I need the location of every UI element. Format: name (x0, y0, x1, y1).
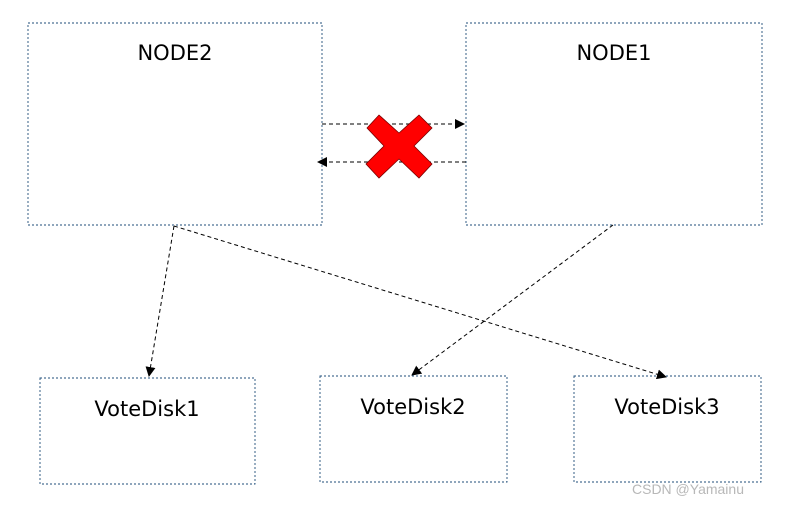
node2-rect (27, 22, 323, 226)
node1-to-votedisk2-arrow (411, 224, 614, 376)
watermark: CSDN @Yamainu (632, 481, 744, 497)
node1-label: NODE1 (576, 41, 651, 65)
broken-link-cross-icon (365, 114, 433, 179)
votedisk3-label: VoteDisk3 (614, 395, 719, 419)
votedisk2-label: VoteDisk2 (360, 395, 465, 419)
node1-box: NODE1 (465, 22, 763, 226)
node1-rect (465, 22, 763, 226)
votedisk1-rect (39, 377, 256, 485)
votedisk2-rect (319, 375, 508, 483)
votedisk1-label: VoteDisk1 (94, 397, 199, 421)
votedisk3-box: VoteDisk3 (573, 375, 762, 483)
node2-to-votedisk1-arrow (145, 225, 175, 377)
votedisk3-rect (573, 375, 762, 483)
node2-label: NODE2 (137, 41, 212, 65)
votedisk1-box: VoteDisk1 (39, 377, 256, 485)
votedisk2-box: VoteDisk2 (319, 375, 508, 483)
node2-to-votedisk3-arrow (173, 225, 667, 380)
node2-box: NODE2 (27, 22, 323, 226)
